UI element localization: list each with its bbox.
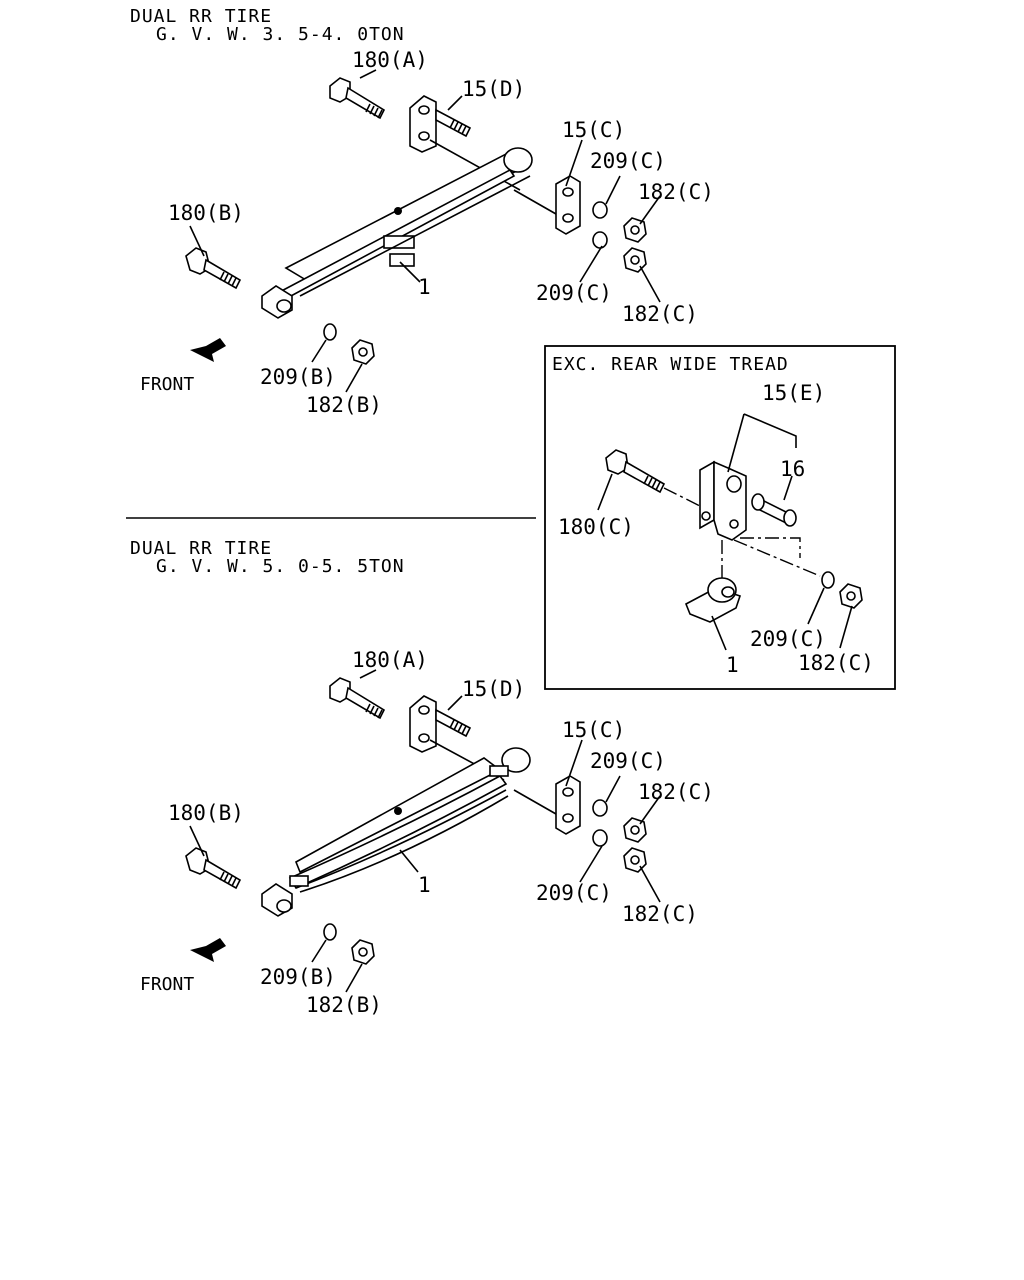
leaf-spring-bottom [261, 747, 531, 917]
label-182c-lower: 182(C) [622, 302, 698, 326]
label-15e: 15(E) [762, 381, 825, 405]
label-180a: 180(A) [352, 48, 428, 72]
label-15d: 15(D) [462, 77, 525, 101]
top-assembly: DUAL RR TIRE G. V. W. 3. 5-4. 0TON [130, 6, 714, 417]
label-209b-bottom: 209(B) [260, 965, 336, 989]
label-182c-upper: 182(C) [638, 180, 714, 204]
nut-182b [351, 339, 375, 365]
washer-209c-lower-bottom [592, 829, 608, 847]
shackle-15d [409, 95, 521, 191]
label-spring: 1 [418, 275, 431, 299]
label-180b: 180(B) [168, 201, 244, 225]
label-180a-bottom: 180(A) [352, 648, 428, 672]
inset-frame [544, 345, 896, 690]
bolt-180b [185, 247, 242, 290]
inset-title: EXC. REAR WIDE TREAD [552, 354, 789, 375]
washer-209b-bottom [323, 923, 337, 941]
inset-exc-rear-wide-tread: EXC. REAR WIDE TREAD [544, 345, 896, 690]
shackle-15c-bottom [513, 775, 581, 835]
label-209c-inset: 209(C) [750, 627, 826, 651]
nut-182c-upper-bottom [623, 817, 647, 843]
label-15c-bottom: 15(C) [562, 718, 625, 742]
label-182c-lower-bottom: 182(C) [622, 902, 698, 926]
bottom-header-line1: DUAL RR TIRE [130, 538, 272, 559]
nut-182c-lower [623, 247, 647, 273]
label-182c-upper-bottom: 182(C) [638, 780, 714, 804]
bolt-180a-bottom [329, 677, 386, 720]
top-header-line1: DUAL RR TIRE [130, 6, 272, 27]
washer-209c-upper-bottom [592, 799, 608, 817]
washer-209c-lower [592, 231, 608, 249]
leaf-spring-top [261, 147, 533, 319]
label-182c-inset: 182(C) [798, 651, 874, 675]
front-arrow-icon-bottom [190, 938, 226, 962]
label-spring-bottom: 1 [418, 873, 431, 897]
label-182b-bottom: 182(B) [306, 993, 382, 1017]
label-209c-upper: 209(C) [590, 149, 666, 173]
nut-182c-lower-bottom [623, 847, 647, 873]
shackle-15e [699, 460, 747, 541]
label-15d-bottom: 15(D) [462, 677, 525, 701]
label-16: 16 [780, 457, 805, 481]
label-209c-lower-bottom: 209(C) [536, 881, 612, 905]
nut-182b-bottom [351, 939, 375, 965]
spring-eye-inset [684, 577, 742, 623]
washer-209c-upper [592, 201, 608, 219]
label-209b: 209(B) [260, 365, 336, 389]
washer-209b [323, 323, 337, 341]
bolt-180a [329, 77, 386, 120]
label-15c: 15(C) [562, 118, 625, 142]
bushing-16 [751, 493, 797, 527]
label-spring-inset: 1 [726, 653, 739, 677]
bolt-180c [605, 449, 666, 494]
label-front: FRONT [140, 374, 194, 395]
nut-182c-inset [839, 583, 863, 609]
washer-209c-inset [821, 571, 835, 589]
shackle-15d-bottom [409, 695, 505, 781]
nut-182c-upper [623, 217, 647, 243]
label-180c: 180(C) [558, 515, 634, 539]
label-182b: 182(B) [306, 393, 382, 417]
label-209c-lower: 209(C) [536, 281, 612, 305]
label-180b-bottom: 180(B) [168, 801, 244, 825]
bottom-header-line2: G. V. W. 5. 0-5. 5TON [156, 556, 405, 577]
shackle-15c [513, 175, 581, 235]
top-header-line2: G. V. W. 3. 5-4. 0TON [156, 24, 405, 45]
bolt-180b-bottom [185, 847, 242, 890]
label-front-bottom: FRONT [140, 974, 194, 995]
label-209c-upper-bottom: 209(C) [590, 749, 666, 773]
front-arrow-icon [190, 338, 226, 362]
bottom-assembly: DUAL RR TIRE G. V. W. 5. 0-5. 5TON [130, 538, 714, 1017]
